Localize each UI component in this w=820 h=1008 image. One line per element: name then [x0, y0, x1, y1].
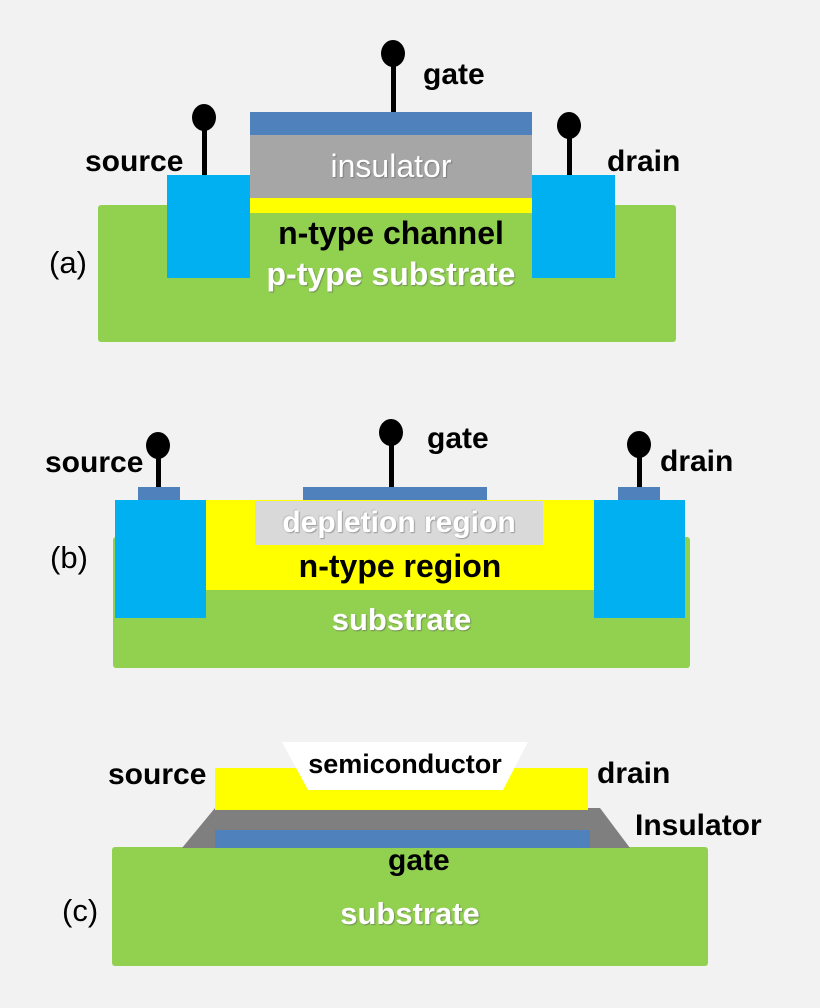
- c-drain-label: drain: [597, 757, 671, 790]
- a-channel-label-wrap: n-type channel: [250, 216, 532, 250]
- b-depletion-region: depletion region: [255, 501, 543, 545]
- b-gate-pin-head-icon: [379, 419, 403, 446]
- b-source-pin-icon: [156, 445, 161, 487]
- b-source-pad: [138, 487, 180, 500]
- b-gate-label: gate: [427, 422, 489, 455]
- c-gate-label: gate: [388, 844, 450, 877]
- b-depletion-label: depletion region: [282, 506, 516, 539]
- panel-b-tag: (b): [50, 540, 88, 575]
- a-gate-pin-head-icon: [381, 40, 405, 67]
- c-gate-electrode: [215, 830, 590, 848]
- b-substrate-label-wrap: substrate: [113, 602, 690, 636]
- a-drain-label: drain: [607, 145, 681, 178]
- a-source-label: source: [85, 145, 184, 178]
- panel-a-tag: (a): [49, 245, 87, 280]
- a-drain-pin-icon: [567, 125, 572, 175]
- c-semiconductor-label: semiconductor: [308, 748, 502, 779]
- a-gate-electrode: [250, 112, 532, 135]
- b-gate-pin-icon: [389, 432, 394, 487]
- a-substrate-label: p-type substrate: [266, 256, 516, 292]
- b-source-contact: [115, 500, 206, 618]
- b-gate-electrode: [303, 487, 487, 500]
- c-substrate-region: [112, 847, 708, 966]
- b-source-pin-head-icon: [146, 432, 170, 459]
- b-ntype-label: n-type region: [298, 548, 502, 584]
- c-source-label: source: [108, 758, 207, 791]
- a-insulator-label: insulator: [330, 148, 452, 184]
- c-substrate-label: substrate: [340, 895, 480, 931]
- b-drain-pin-head-icon: [627, 431, 651, 458]
- b-ntype-label-wrap: n-type region: [206, 549, 594, 583]
- b-substrate-label: substrate: [331, 601, 472, 637]
- c-semiconductor-region: semiconductor: [282, 742, 528, 790]
- a-substrate-label-wrap: p-type substrate: [250, 256, 532, 292]
- a-channel-strip: [250, 198, 532, 213]
- b-source-label: source: [45, 446, 144, 479]
- b-drain-contact: [594, 500, 685, 618]
- a-source-contact: [167, 175, 250, 278]
- a-drain-contact: [532, 175, 615, 278]
- a-source-pin-head-icon: [192, 104, 216, 131]
- b-drain-pad: [618, 487, 660, 500]
- a-gate-label: gate: [423, 58, 485, 91]
- panel-c-tag: (c): [62, 893, 99, 928]
- c-insulator-label: Insulator: [635, 809, 762, 842]
- c-substrate-label-wrap: substrate: [112, 896, 708, 930]
- a-gate-pin-icon: [391, 53, 396, 112]
- a-insulator-region: insulator: [250, 135, 532, 198]
- a-source-pin-icon: [202, 117, 207, 175]
- b-drain-pin-icon: [637, 444, 642, 487]
- a-channel-label: n-type channel: [278, 215, 504, 251]
- b-drain-label: drain: [660, 445, 734, 478]
- a-drain-pin-head-icon: [557, 112, 581, 139]
